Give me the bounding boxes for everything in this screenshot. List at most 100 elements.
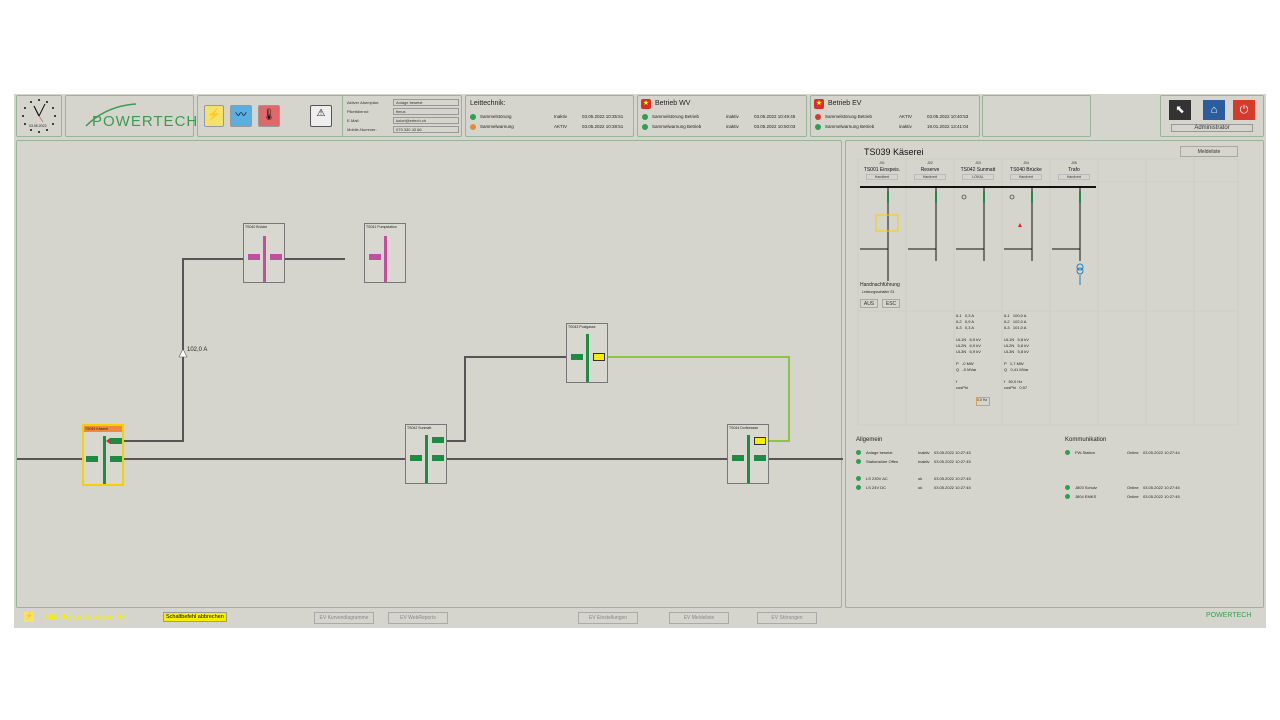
measurement: f 50,0 Hz [1004,379,1023,384]
user-name[interactable]: Administrator [1171,124,1253,132]
betrieb-wv-title: Betrieb WV [655,100,691,107]
allgemein-title: Allgemein [856,437,883,443]
info-time: 03.05.2022 10:27:45 [1143,485,1180,490]
status-dot [642,124,648,130]
info-name: LS 24V DC [866,485,887,490]
info-name: FW-Station [1075,450,1095,455]
status-dot [642,114,648,120]
scada-app: 03.05.2022 POWERTECH ⚡ 〰 🌡 ⚠ Aktiver Ala… [14,94,1266,628]
alarm-name: Sammelwarnung Betrieb [652,124,702,129]
measurement: f [956,379,958,384]
info-state: Inaktiv [918,450,930,455]
status-dot [470,124,476,130]
info-time: 03.05.2022 10:27:44 [1143,450,1180,455]
station-title: TS039 Käserei [85,427,109,431]
status-dot [1065,494,1070,499]
feeder-code: J02 [927,161,933,165]
aus-button[interactable]: AUS [860,299,878,308]
handnachfuehrung-label: Handnachführung [860,282,900,288]
info-name: Anlage besetzt [866,450,893,455]
feeder-mode[interactable]: LOKAL [962,174,994,180]
logo-panel: POWERTECH [65,95,197,137]
leittechnik-title: Leittechnik: [470,100,506,107]
footer-logo: POWERTECH [1206,612,1252,619]
empty-panel [982,95,1091,137]
powertech-logo-icon [85,103,137,127]
measurement: UL2N 6,9 kV [956,343,981,348]
station-ts039[interactable]: TS039 Käserei [82,424,124,486]
station-ts041[interactable]: TS041 Pumpstation [364,223,406,283]
footer-button[interactable]: EV Einstellungen [578,612,638,624]
feeder-mode[interactable]: Handvert [1058,174,1090,180]
leistungsschalter-label: Leistungsschalter S1 [862,290,895,294]
meldeliste-button[interactable]: Meldeliste [1180,146,1238,157]
feeder-name: TS042 Sunmatt [960,167,996,173]
status-lightning[interactable]: ⚡ [204,105,224,127]
alarm-name: Sammelstörung Betrieb [652,114,700,119]
measurement: IL3 101,0 A [1004,325,1027,330]
network-map: 102,0 A TS040 Brücke TS041 Pumpstation T… [16,140,843,608]
alarm-state: inaktiv [899,124,912,129]
esc-button[interactable]: ESC [882,299,900,308]
alarm-time: 03.05.2022 10:38:51 [582,124,624,129]
station-ts042[interactable]: TS042 Sunmatt [405,424,447,484]
info-time: 03.05.2022 10:27:45 [1143,494,1180,499]
alarm-name: Sammelstörung [480,114,512,119]
status-dot [856,450,861,455]
measurement: P -0 MW [956,361,974,366]
alarm-name: Sammelwarnung Betrieb [825,124,875,129]
footer-button[interactable]: EV Störungen [757,612,817,624]
station-ts044[interactable]: TS044 Dorfstrasse [727,424,769,484]
info-name: J803 Schutz [1075,485,1098,490]
info-time: 03.05.2022 10:27:45 [934,450,971,455]
station-title: TS040 Brücke [245,225,268,229]
info-time: 03.05.2022 10:27:45 [934,485,971,490]
measurement: IL2 0,9 A [956,319,975,324]
measurement: UL1N 5,8 kV [1004,337,1029,342]
alarm-time: 03.05.2022 10:35:51 [582,114,624,119]
status-temperature[interactable]: 🌡 [258,105,280,127]
abort-button[interactable]: Schaltbefehl abbrechen [163,612,227,622]
alarm-state: Inaktiv [554,114,568,119]
measurement: cosPhi [956,385,969,390]
footer-button[interactable]: EV Kurvendiagramme [314,612,374,624]
station-title: TS043 Postgasse [568,325,596,329]
contact-value: kolori@ertech.ch [393,117,459,124]
station-ts043[interactable]: TS043 Postgasse [566,323,608,383]
contact-label: Aktiver Alarmplan: [347,100,380,105]
feeder-name: Reserve [920,167,940,173]
status-dot [856,459,861,464]
status-dot [815,114,821,120]
measurement: P 1,7 MW [1004,361,1024,366]
power-icon[interactable]: ⏻ [1233,100,1255,120]
info-state: Online [1127,450,1139,455]
alarm-name: Sammelwarnung [480,124,514,129]
warning-icon: ★ [641,99,651,109]
station-ts040[interactable]: TS040 Brücke [243,223,285,283]
feeder-name: TS001 Einspeis. [863,167,901,173]
feeder-mode[interactable]: Handvert [1010,174,1042,180]
feeder-code: J03 [975,161,981,165]
shutdown-button[interactable]: ⚠ [310,105,332,127]
clock-panel: 03.05.2022 [16,95,62,137]
kommunikation-title: Kommunikation [1065,437,1107,443]
analog-clock-icon [22,99,56,133]
status-dot [470,114,476,120]
info-state: Inaktiv [918,459,930,464]
status-water[interactable]: 〰 [230,105,252,127]
info-name: LS 230V AC [866,476,888,481]
alarm-name: Sammelstörung Betrieb [825,114,873,119]
feeder-code: J04 [1023,161,1029,165]
footer-title: Mittelspannungsnetz [44,612,127,622]
status-dot [1065,485,1070,490]
footer-button[interactable]: EV WebReports [388,612,448,624]
info-state: Online [1127,485,1139,490]
measurement: IL1 0,3 A [956,313,975,318]
feeder-mode[interactable]: Handbert [866,174,898,180]
cursor-icon[interactable]: ⬉ [1169,100,1191,120]
home-icon[interactable]: ⌂ [1203,100,1225,120]
footer-button[interactable]: EV Meldeliste [669,612,729,624]
feeder-mode[interactable]: Handvert [914,174,946,180]
